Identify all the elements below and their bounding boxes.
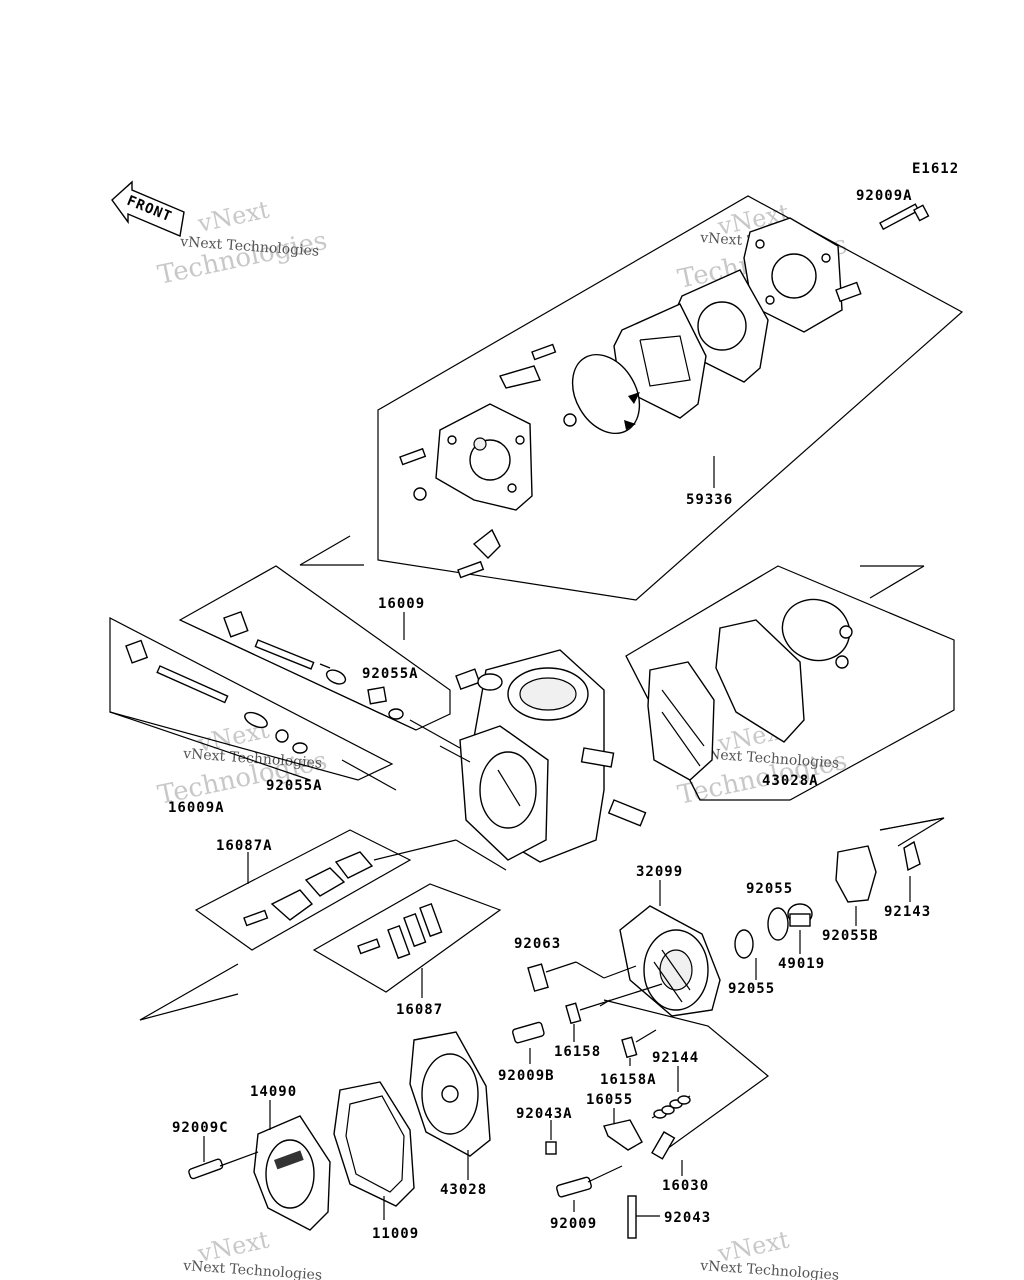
float-parts-box (599, 999, 769, 1155)
label-16087: 16087 (396, 1002, 443, 1018)
label-92043A: 92043A (516, 1106, 573, 1122)
pin-92043A (545, 1141, 557, 1155)
diaphragm (571, 353, 641, 435)
lower-body-32099 (619, 905, 721, 1017)
label-59336: 59336 (686, 492, 733, 508)
cover-92055B (835, 845, 877, 903)
label-32099: 32099 (636, 864, 683, 880)
front-arrow-icon: FRONT (111, 180, 185, 237)
label-16158: 16158 (554, 1044, 601, 1060)
clip-92143 (903, 840, 921, 872)
pin-92043 (627, 1195, 637, 1239)
label-16030: 16030 (662, 1178, 709, 1194)
screw-92009A (879, 203, 930, 231)
plates-16087A (243, 851, 374, 927)
label-14090: 14090 (250, 1084, 297, 1100)
kit-box-16087A (194, 829, 412, 951)
screw-92009B (512, 1021, 545, 1044)
label-92009: 92009 (550, 1216, 597, 1232)
spring-92144 (651, 1095, 691, 1119)
label-92055-upper: 92055 (746, 881, 793, 897)
label-92055B: 92055B (822, 928, 879, 944)
pump-body (435, 403, 533, 511)
label-92009A: 92009A (856, 188, 913, 204)
o-ring-92055-lower (734, 929, 754, 959)
label-16055: 16055 (586, 1092, 633, 1108)
watermark-small-text: vNext Technologies (699, 1258, 840, 1280)
mixture-screw-16009 (223, 610, 404, 720)
watermark-text: vNext (194, 195, 272, 238)
label-92043: 92043 (664, 1210, 711, 1226)
watermark-small-text: vNext Technologies (182, 1258, 323, 1280)
label-16009A: 16009A (168, 800, 225, 816)
label-43028: 43028 (440, 1182, 487, 1198)
label-16087A: 16087A (216, 838, 273, 854)
fuel-pump-cover (743, 217, 862, 333)
carburetor-body (409, 649, 647, 863)
screws-59336 (399, 343, 577, 579)
float-arm-16055 (603, 1119, 643, 1151)
label-16158A: 16158A (600, 1072, 657, 1088)
diaphragm-43028A (781, 598, 853, 669)
label-92055A-upper: 92055A (362, 666, 419, 682)
kit-box-16009A (109, 617, 397, 791)
plates-16087 (357, 902, 443, 960)
label-92055-lower: 92055 (728, 981, 775, 997)
diagram-code: E1612 (912, 161, 959, 177)
screw-92009 (556, 1176, 592, 1198)
label-11009: 11009 (372, 1226, 419, 1242)
label-92144: 92144 (652, 1050, 699, 1066)
screw-16158A (621, 1036, 638, 1059)
watermark-mid-left: vNext Technologies vNext Technologies (155, 715, 330, 810)
gasket-43028A-b (715, 619, 805, 743)
screw-92063 (527, 963, 549, 992)
watermark-top-left: vNext Technologies vNext Technologies (155, 195, 330, 290)
needle-16030 (651, 1131, 676, 1160)
watermark-bottom-right: vNext vNext Technologies (699, 1225, 840, 1280)
gasket-11009 (333, 1081, 415, 1207)
kit-box-16009 (178, 565, 451, 731)
float-bowl-cover-14090 (253, 1115, 331, 1231)
label-92009B: 92009B (498, 1068, 555, 1084)
screw-16158 (565, 1002, 582, 1025)
kit-box-59336 (299, 195, 964, 601)
label-92143: 92143 (884, 904, 931, 920)
watermark-bottom-left: vNext vNext Technologies (182, 1225, 323, 1280)
kit-box-16087 (312, 839, 507, 998)
diaphragm-43028 (409, 1031, 491, 1157)
label-92055A-lower: 92055A (266, 778, 323, 794)
cap-49019 (787, 903, 813, 927)
screw-92009C (188, 1158, 224, 1180)
label-92063: 92063 (514, 936, 561, 952)
label-92009C: 92009C (172, 1120, 229, 1136)
label-49019: 49019 (778, 956, 825, 972)
label-16009: 16009 (378, 596, 425, 612)
mixture-screw-16009A (125, 639, 308, 754)
o-ring-92055-upper (767, 907, 789, 941)
label-43028A: 43028A (762, 773, 819, 789)
gasket-43028A-a (647, 661, 715, 781)
